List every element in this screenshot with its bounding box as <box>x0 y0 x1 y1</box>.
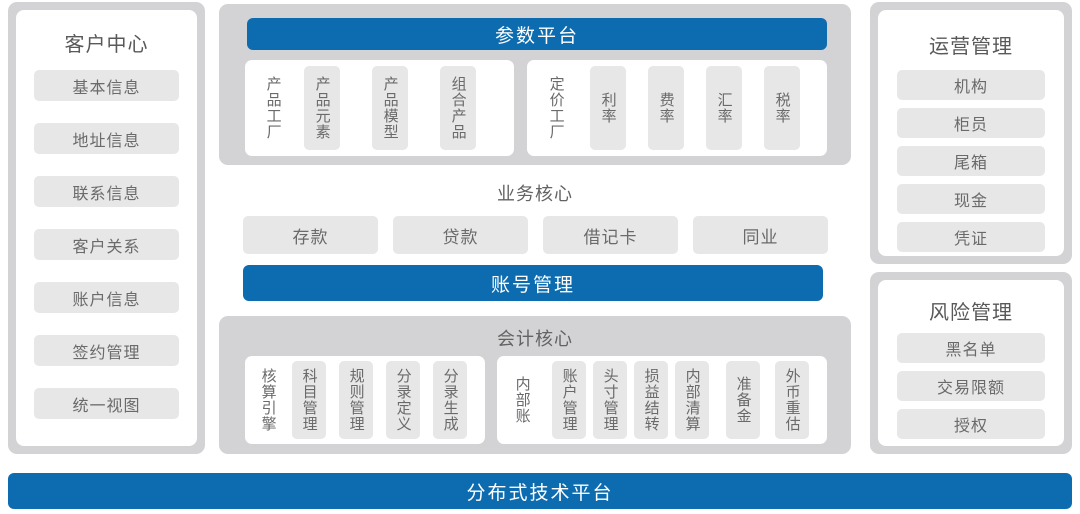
parameter-chip-product-element[interactable]: 产品元素 <box>304 66 340 150</box>
parameter-chip-exchange-rate[interactable]: 汇率 <box>706 66 742 150</box>
parameter-platform-title-bar[interactable]: 参数平台 <box>247 18 827 50</box>
customer-center-title: 客户中心 <box>64 34 149 56</box>
customer-center-item-account-info[interactable]: 账户信息 <box>34 282 179 313</box>
technology-platform-bar[interactable]: 分布式技术平台 <box>8 473 1072 509</box>
account-management-bar[interactable]: 账号管理 <box>243 265 823 301</box>
operations-item-voucher[interactable]: 凭证 <box>897 222 1045 252</box>
parameter-chip-interest-rate[interactable]: 利率 <box>590 66 626 150</box>
accounting-chip-rule-management[interactable]: 规则管理 <box>339 361 373 439</box>
accounting-chip-reserve-fund[interactable]: 准备金 <box>726 361 760 439</box>
pricing-factory-lead-label: 定价工厂 <box>547 76 565 140</box>
accounting-chip-entry-generation[interactable]: 分录生成 <box>433 361 467 439</box>
parameter-chip-composite-product[interactable]: 组合产品 <box>440 66 476 150</box>
risk-item-transaction-limit[interactable]: 交易限额 <box>897 371 1045 401</box>
risk-item-authorization[interactable]: 授权 <box>897 409 1045 439</box>
accounting-chip-subject-management[interactable]: 科目管理 <box>292 361 326 439</box>
business-core-item-loan[interactable]: 贷款 <box>393 216 528 254</box>
parameter-chip-fee-rate[interactable]: 费率 <box>648 66 684 150</box>
customer-center-item-unified-view[interactable]: 统一视图 <box>34 388 179 419</box>
parameter-chip-product-model[interactable]: 产品模型 <box>372 66 408 150</box>
internal-ledger-lead-label: 内部账 <box>513 376 531 424</box>
customer-center-item-contract-management[interactable]: 签约管理 <box>34 335 179 366</box>
accounting-engine-lead-label: 核算引擎 <box>259 368 277 432</box>
operations-management-title: 运营管理 <box>929 36 1013 58</box>
business-core-item-deposit[interactable]: 存款 <box>243 216 378 254</box>
accounting-chip-account-management[interactable]: 账户管理 <box>552 361 586 439</box>
accounting-chip-position-management[interactable]: 头寸管理 <box>593 361 627 439</box>
customer-center-item-customer-relation[interactable]: 客户关系 <box>34 229 179 260</box>
accounting-chip-profit-loss-carryover[interactable]: 损益结转 <box>634 361 668 439</box>
operations-item-teller[interactable]: 柜员 <box>897 108 1045 138</box>
business-core-item-interbank[interactable]: 同业 <box>693 216 828 254</box>
accounting-chip-entry-definition[interactable]: 分录定义 <box>386 361 420 439</box>
customer-center-item-address-info[interactable]: 地址信息 <box>34 123 179 154</box>
operations-item-institution[interactable]: 机构 <box>897 70 1045 100</box>
parameter-chip-tax-rate[interactable]: 税率 <box>764 66 800 150</box>
business-core-item-debit-card[interactable]: 借记卡 <box>543 216 678 254</box>
risk-item-blacklist[interactable]: 黑名单 <box>897 333 1045 363</box>
accounting-chip-internal-settlement[interactable]: 内部清算 <box>675 361 709 439</box>
business-core-title: 业务核心 <box>497 184 573 204</box>
accounting-chip-foreign-currency-revaluation[interactable]: 外币重估 <box>775 361 809 439</box>
risk-management-title: 风险管理 <box>929 302 1013 324</box>
operations-item-cash[interactable]: 现金 <box>897 184 1045 214</box>
customer-center-item-basic-info[interactable]: 基本信息 <box>34 70 179 101</box>
accounting-core-title: 会计核心 <box>497 329 573 349</box>
operations-item-cash-box[interactable]: 尾箱 <box>897 146 1045 176</box>
customer-center-item-contact-info[interactable]: 联系信息 <box>34 176 179 207</box>
product-factory-lead-label: 产品工厂 <box>264 76 282 140</box>
